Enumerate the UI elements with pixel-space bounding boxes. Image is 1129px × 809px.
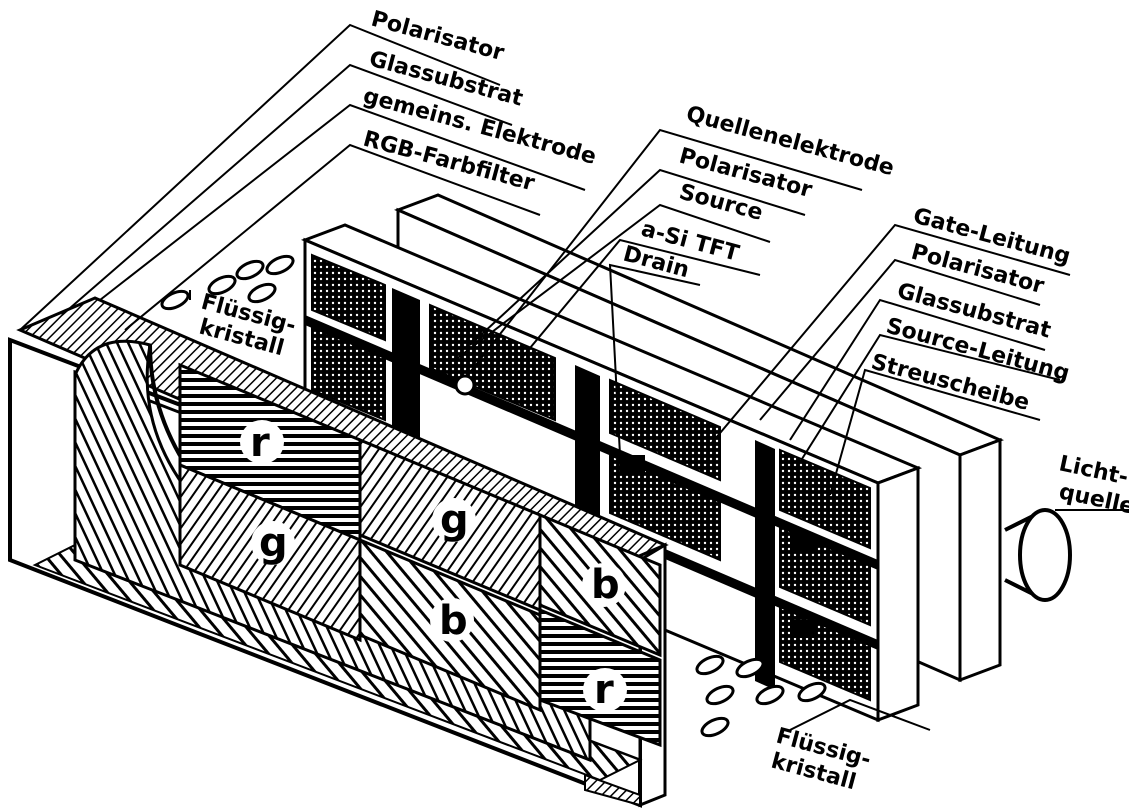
tft-pad-2 <box>790 535 815 553</box>
light-source <box>1004 508 1072 602</box>
tft-switch <box>454 374 476 396</box>
labels-bottom: Flüssig- kristall <box>768 724 873 796</box>
cell-letter-g-left: g <box>259 520 288 566</box>
cell-letter-r-top: r <box>250 420 270 466</box>
cell-letter-b-right: b <box>591 562 620 608</box>
cell-letter-b-mid: b <box>439 598 468 644</box>
leader-lines <box>19 23 1129 731</box>
tft-drain-pad <box>620 455 645 473</box>
cell-letter-g-right: g <box>440 497 469 543</box>
tft-pad-3 <box>790 620 815 638</box>
liquid-crystal-bubbles-bottom <box>695 654 827 738</box>
liquid-crystal-bubbles-top <box>160 254 295 311</box>
labels-middle: Quellenelektrode Polarisator Source a-Si… <box>620 102 896 284</box>
pixel-electrodes <box>311 253 871 702</box>
cell-letter-r-right: r <box>594 667 614 713</box>
source-lines <box>392 288 775 690</box>
cell-letters: r g g b b r <box>240 420 627 713</box>
color-filter-slab <box>8 296 669 808</box>
